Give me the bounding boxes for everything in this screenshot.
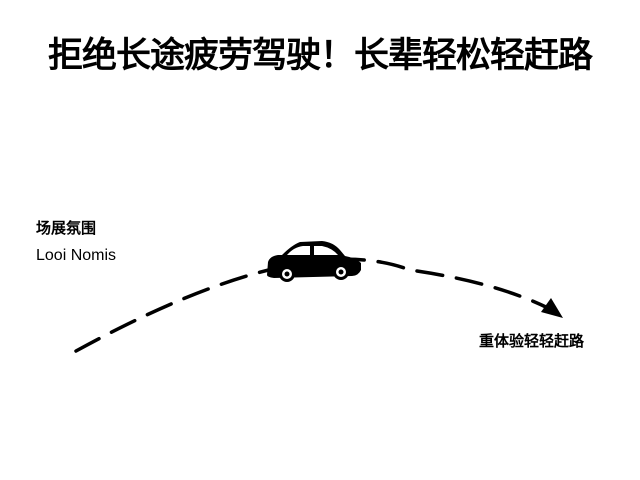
car-icon <box>267 241 361 282</box>
headline: 拒绝长途疲劳驾驶！长辈轻松轻赶路 <box>47 36 593 76</box>
dashed-road-path <box>74 257 550 353</box>
left-label-chinese: 场展氛围 <box>36 219 97 237</box>
left-label-english: Looi Nomis <box>36 247 117 264</box>
right-label: 重体验轻轻赶路 <box>479 332 585 350</box>
arrowhead-icon <box>541 298 563 318</box>
